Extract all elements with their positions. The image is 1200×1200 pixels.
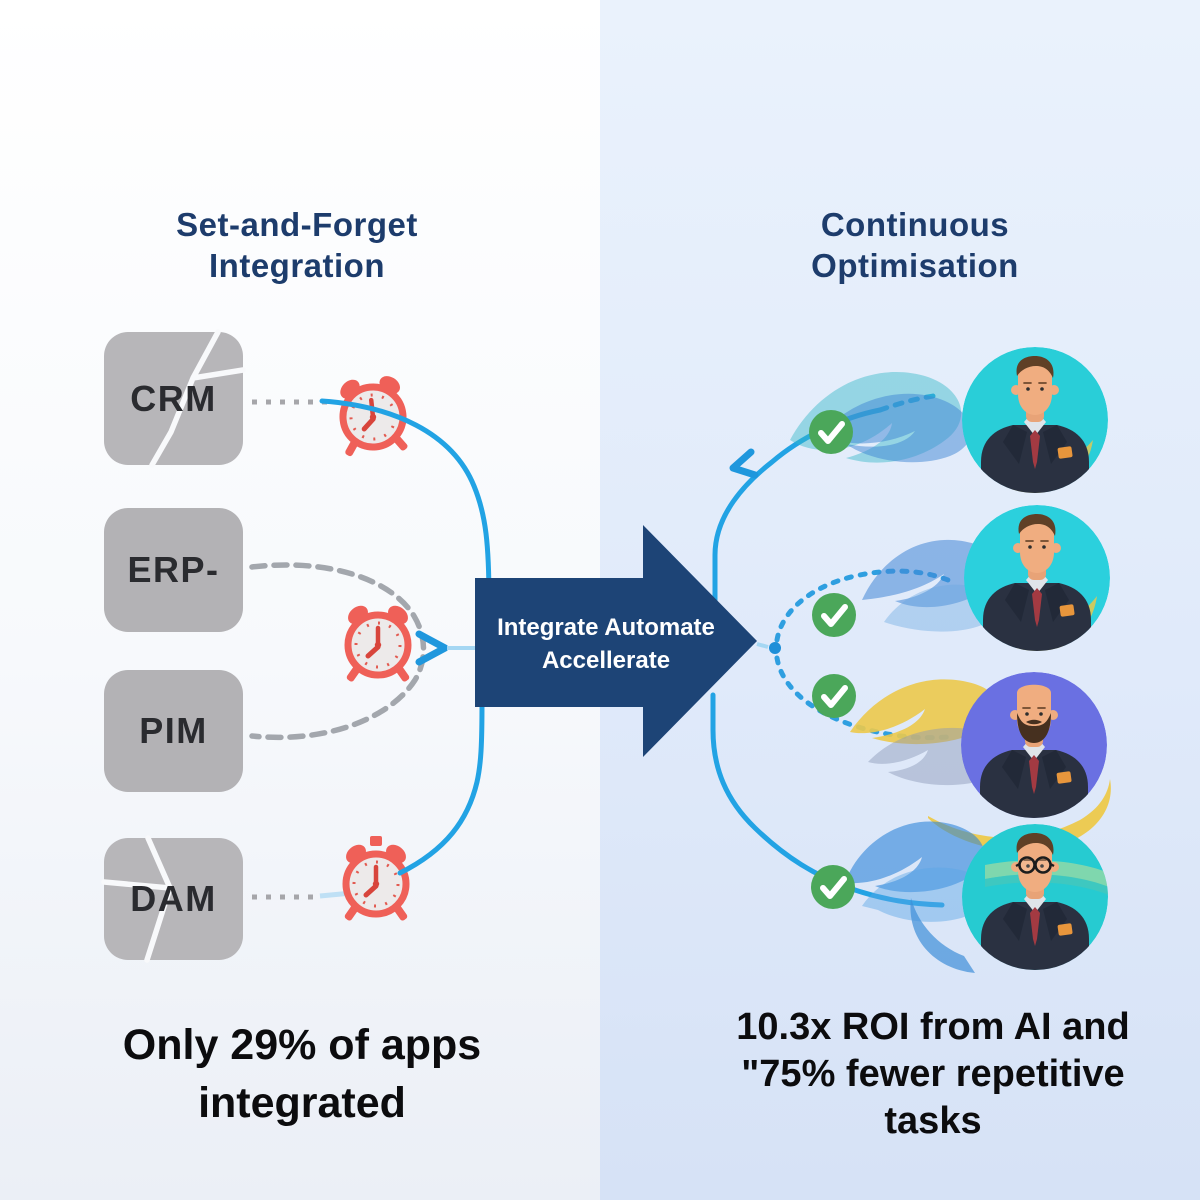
right-stat-text: 10.3x ROI from AI and "75% fewer repetit… — [683, 1004, 1183, 1145]
avatar-businessman-4 — [962, 824, 1108, 970]
teal-band — [985, 874, 1108, 895]
system-box-crm — [104, 329, 246, 468]
dashed-loop-erp-pim — [249, 562, 427, 741]
system-label-erp: ERP- — [127, 549, 220, 590]
left-stat-text: Only 29% of apps integrated — [52, 1016, 552, 1132]
crack-lines — [101, 835, 173, 963]
stat-line: 10.3x ROI from AI and — [736, 1006, 1130, 1048]
system-box-pim — [104, 670, 243, 792]
flow-curve-bottom-left — [397, 699, 485, 876]
chevron-right-icon — [415, 630, 449, 666]
check-circle-icon — [812, 593, 856, 637]
system-label-crm: CRM — [130, 377, 217, 419]
avatar-businessman-3 — [961, 672, 1107, 818]
arrow-label: Integrate Automate Accellerate — [473, 611, 739, 677]
crack-lines — [149, 329, 246, 468]
check-circle-icon — [809, 410, 853, 454]
flow-curve-top-left — [319, 398, 492, 605]
stat-line: "75% fewer repetitive — [741, 1053, 1125, 1095]
check-circle-icon — [812, 674, 856, 718]
transformation-arrow — [475, 525, 757, 757]
right-panel-title: Continuous Optimisation — [715, 204, 1115, 286]
beard — [1017, 713, 1051, 743]
title-line: Optimisation — [811, 247, 1019, 284]
glasses-icon — [1015, 856, 1055, 874]
stat-line: Only 29% of apps — [122, 1021, 482, 1069]
alarm-clock-icon — [335, 371, 410, 458]
alarm-clock-icon — [344, 602, 411, 683]
system-label-pim: PIM — [139, 710, 208, 751]
arrow-label-line: Accellerate — [541, 647, 671, 674]
check-circle-icon — [811, 865, 855, 909]
stat-line: integrated — [198, 1079, 406, 1127]
arrow-label-line: Integrate Automate — [497, 614, 715, 641]
title-line: Continuous — [820, 206, 1010, 243]
system-box-erp — [104, 508, 243, 632]
stat-line: tasks — [884, 1100, 982, 1142]
title-line: Set-and-Forget — [176, 206, 418, 243]
convergence-dot — [769, 642, 781, 654]
arrowhead-down-left-icon — [729, 448, 759, 479]
cycle-curve-bottom-right — [710, 692, 945, 908]
stopwatch-clock-icon — [342, 836, 409, 922]
left-panel-title: Set-and-Forget Integration — [97, 204, 497, 286]
light-blue-connector — [756, 642, 769, 649]
avatar-businessman-1 — [962, 347, 1108, 493]
system-label-dam: DAM — [130, 878, 217, 919]
avatar-businessman-2 — [964, 505, 1110, 651]
system-box-dam — [101, 835, 243, 963]
title-line: Integration — [209, 247, 385, 284]
swoosh-decoration — [845, 821, 989, 973]
